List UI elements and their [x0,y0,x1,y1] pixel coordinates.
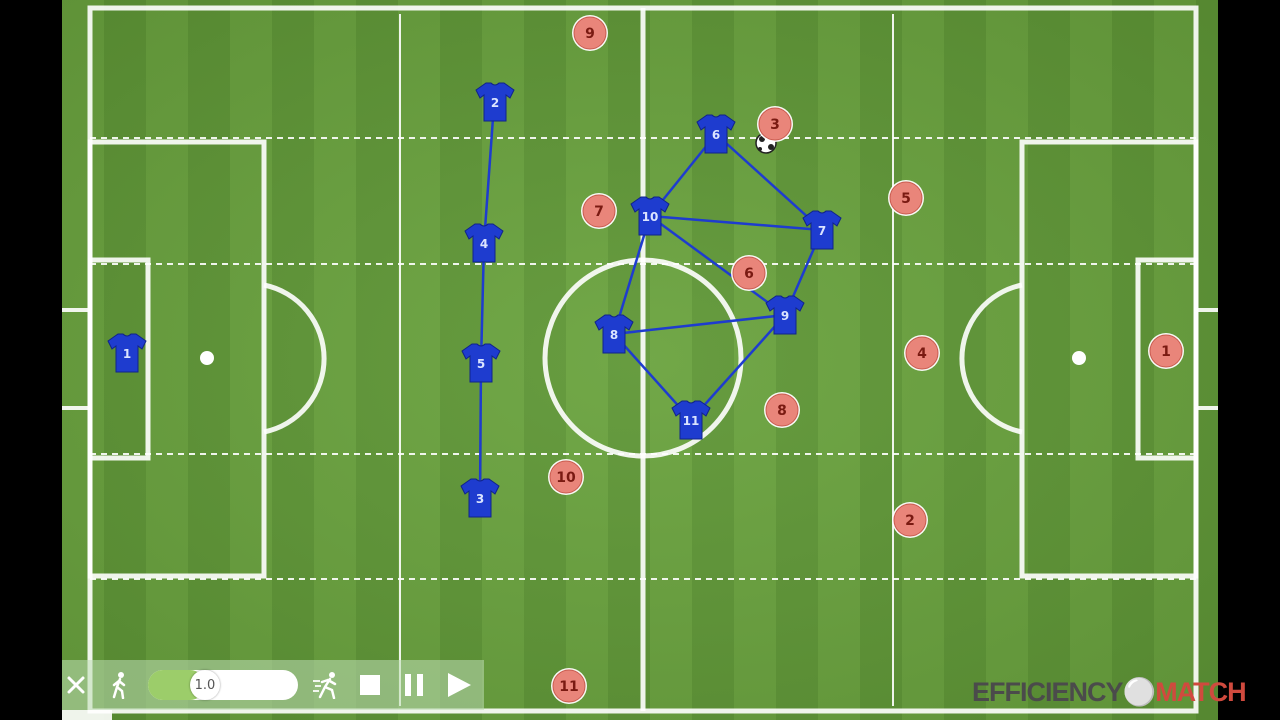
home-player-number: 4 [480,237,488,251]
home-player-number: 1 [123,347,131,361]
shirt-icon [107,333,147,373]
away-player-4[interactable]: 4 [904,335,940,371]
home-player-number: 6 [712,128,720,142]
link-5-3 [478,362,483,499]
stop-icon [360,675,380,695]
shirt-icon [630,196,670,236]
shirt-icon [696,114,736,154]
ball[interactable] [755,132,777,154]
away-player-number: 7 [594,204,604,220]
walk-speed-button[interactable] [106,660,134,710]
shirt-icon [594,314,634,354]
home-player-10[interactable]: 10 [630,196,670,236]
shirt-icon [671,400,711,440]
home-player-number: 11 [683,414,700,428]
link-6-7 [715,133,823,231]
home-player-number: 10 [642,210,659,224]
speed-value: 1.0 [194,677,216,693]
away-player-9[interactable]: 9 [572,15,608,51]
home-player-number: 7 [818,224,826,238]
pause-button[interactable] [400,660,428,710]
link-10-8 [612,215,652,335]
speed-slider[interactable]: 1.0 [148,670,298,700]
run-speed-button[interactable] [310,660,344,710]
link-2-4 [482,117,495,244]
away-player-number: 11 [559,679,578,695]
link-9-11 [690,314,786,421]
brand-name-part1: EFFICIENCY [972,677,1124,707]
shirt-icon [475,82,515,122]
left-penalty-arc [263,282,327,435]
link-8-9 [613,313,786,336]
home-player-number: 2 [491,96,499,110]
home-player-4[interactable]: 4 [464,223,504,263]
home-player-2[interactable]: 2 [475,82,515,122]
link-10-7 [649,214,823,232]
home-player-6[interactable]: 6 [696,114,736,154]
home-player-3[interactable]: 3 [460,478,500,518]
play-button[interactable] [442,660,476,710]
away-player-7[interactable]: 7 [581,193,617,229]
away-player-8[interactable]: 8 [764,392,800,428]
away-player-number: 1 [1161,344,1171,360]
home-player-number: 8 [610,328,618,342]
brand-name-part2: MATCH [1155,677,1246,707]
link-10-9 [649,214,786,317]
away-player-10[interactable]: 10 [548,459,584,495]
close-icon [67,676,85,694]
home-player-7[interactable]: 7 [802,210,842,250]
away-player-number: 6 [744,266,754,282]
away-player-number: 3 [770,117,780,133]
away-player-number: 4 [917,346,927,362]
shirt-icon [802,210,842,250]
home-player-5[interactable]: 5 [461,343,501,383]
away-player-6[interactable]: 6 [731,255,767,291]
home-player-9[interactable]: 9 [765,295,805,335]
stop-button[interactable] [356,660,384,710]
home-player-1[interactable]: 1 [107,333,147,373]
brand-watermark: EFFICIENCY⚪MATCH [972,676,1247,708]
home-team: 1 2 4 5 3 6 10 7 8 9 11 [107,82,842,518]
home-player-number: 9 [781,309,789,323]
right-penalty-arc [959,282,1023,435]
status-strip [62,710,112,720]
close-button[interactable] [62,660,90,710]
shirt-icon [464,223,504,263]
away-player-11[interactable]: 11 [551,668,587,704]
walk-icon [112,672,126,699]
home-player-8[interactable]: 8 [594,314,634,354]
shirt-icon [461,343,501,383]
left-goal-area [87,257,151,461]
playback-controls: 1.0 [62,660,484,710]
pause-icon [405,674,423,696]
right-goal-area [1135,257,1199,461]
speed-slider-knob[interactable]: 1.0 [190,670,220,700]
away-player-5[interactable]: 5 [888,180,924,216]
link-4-5 [479,242,486,364]
away-player-3[interactable]: 3 [757,106,793,142]
center-circle [542,257,744,459]
run-icon [313,672,337,699]
home-player-number: 5 [477,357,485,371]
away-player-number: 5 [901,191,911,207]
ball-logo-icon: ⚪ [1122,677,1157,707]
away-player-number: 10 [556,470,576,486]
away-player-number: 9 [585,26,595,42]
shirt-icon [765,295,805,335]
shirt-icon [460,478,500,518]
away-player-2[interactable]: 2 [892,502,928,538]
right-penalty-spot [1072,351,1086,365]
pitch-background [62,0,1218,720]
left-penalty-spot [200,351,214,365]
home-player-11[interactable]: 11 [671,400,711,440]
away-player-number: 8 [777,403,787,419]
away-player-number: 2 [905,513,915,529]
away-player-1[interactable]: 1 [1148,333,1184,369]
home-player-number: 3 [476,492,484,506]
play-icon [448,673,471,697]
